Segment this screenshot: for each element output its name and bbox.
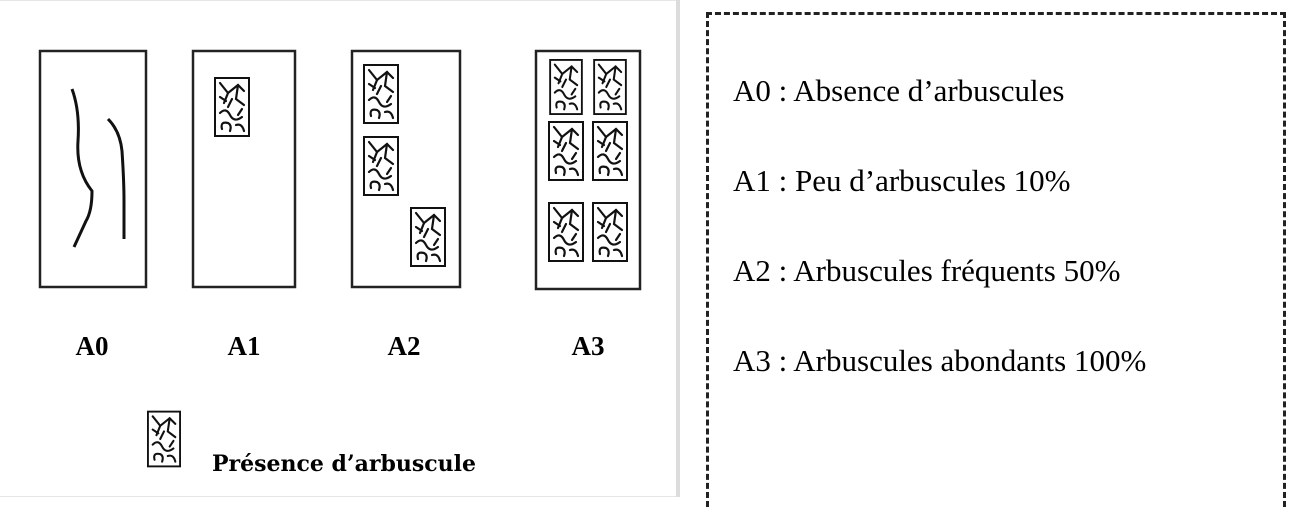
root-segment-a0 [38, 49, 148, 289]
arbuscule-icon [592, 201, 628, 263]
stage-label-a1: A1 [227, 331, 261, 361]
arbuscule-icon [549, 59, 583, 115]
definition-a1: A1 : Peu d’arbuscules 10% [733, 163, 1071, 198]
arbuscule-icon [592, 120, 628, 182]
root-segment-a2 [350, 49, 462, 289]
root-segment-a3 [534, 49, 642, 291]
panel-divider [676, 0, 680, 497]
hypha-line [106, 117, 126, 239]
diagram-panel: A0 A1 A2 A3 Présence d’arbuscule [0, 0, 678, 497]
arbuscule-icon [214, 76, 250, 138]
arbuscule-diagram [38, 49, 642, 468]
stage-label-a0: A0 [75, 331, 109, 361]
arbuscule-icon [548, 201, 584, 263]
stage-label-a2: A2 [387, 331, 421, 361]
legend-arbuscule-icon [147, 410, 181, 468]
definitions-box: A0 : Absence d’arbuscules A1 : Peu d’arb… [706, 12, 1286, 507]
definition-a3: A3 : Arbuscules abondants 100% [733, 343, 1147, 378]
arbuscule-icon [363, 135, 399, 197]
hypha-line [70, 88, 94, 248]
arbuscule-icon [363, 63, 399, 125]
definition-a0: A0 : Absence d’arbuscules [733, 73, 1065, 108]
definition-a2: A2 : Arbuscules fréquents 50% [733, 253, 1121, 288]
arbuscule-icon [410, 206, 446, 268]
arbuscule-icon [593, 59, 627, 115]
legend-caption: Présence d’arbuscule [212, 451, 476, 477]
stage-label-a3: A3 [571, 331, 605, 361]
arbuscule-icon [548, 120, 584, 182]
root-segment-a1 [191, 49, 297, 289]
